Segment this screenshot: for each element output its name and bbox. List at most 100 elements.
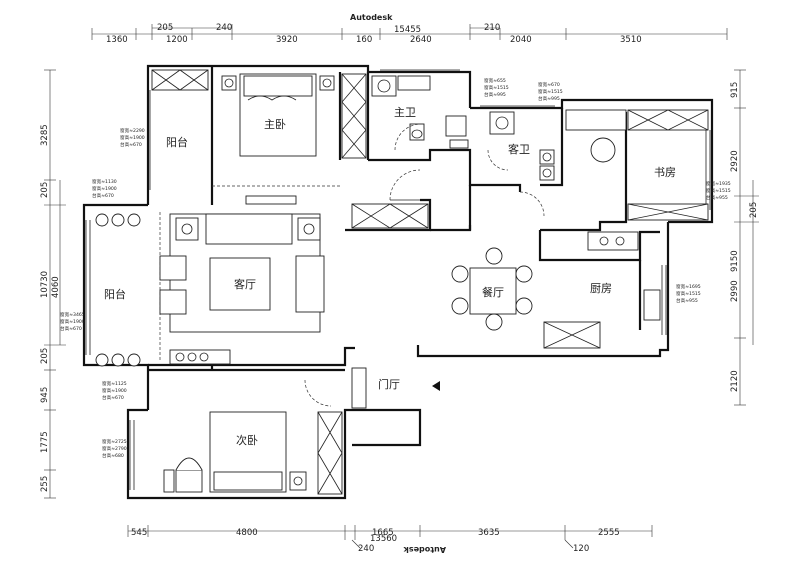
window-note-6: 窗宽≈655 窗高≈1515 台高≈995: [484, 77, 509, 98]
entrance-cabinet: [351, 367, 440, 409]
dining-table: [451, 247, 533, 331]
kitchen-counter: [543, 231, 661, 349]
svg-text:窗宽≈1695: 窗宽≈1695: [676, 283, 701, 290]
svg-text:窗宽≈1125: 窗宽≈1125: [102, 380, 127, 387]
right-dim-3: 205: [749, 202, 759, 218]
left-dim-5: 1775: [40, 431, 50, 453]
svg-text:窗高≈1900: 窗高≈1900: [102, 387, 127, 394]
bottom-total-dim: 13560: [370, 534, 397, 544]
left-dim-2: 205: [40, 182, 50, 198]
top-dim-4: 2640: [410, 35, 432, 45]
door-swings: [304, 123, 545, 407]
svg-text:台高≈995: 台高≈995: [538, 95, 560, 102]
top-small-dim-4: 210: [484, 23, 500, 33]
room-label-living-room: 客厅: [234, 277, 256, 291]
left-dim-3: 205: [40, 348, 50, 364]
svg-text:窗宽≈2290: 窗宽≈2290: [120, 127, 145, 134]
master-bath-fixtures: [371, 75, 469, 149]
left-mid-dim: 4060: [51, 276, 61, 298]
svg-text:台高≈670: 台高≈670: [102, 394, 124, 401]
right-dim-1: 915: [730, 82, 740, 98]
top-dim-1: 1360: [106, 35, 128, 45]
left-dim-1: 3285: [40, 124, 50, 146]
svg-text:窗高≈1900: 窗高≈1900: [120, 134, 145, 141]
svg-text:窗宽≈2725: 窗宽≈2725: [102, 438, 127, 445]
tv-cabinet: [169, 349, 231, 365]
room-label-second-bedroom: 次卧: [236, 433, 258, 447]
room-label-dining-room: 餐厅: [482, 285, 504, 299]
svg-text:台高≈955: 台高≈955: [676, 297, 698, 304]
svg-text:窗高≈1515: 窗高≈1515: [676, 290, 701, 297]
bottom-dim-5: 2555: [598, 528, 620, 538]
top-small-dim-3: 160: [356, 35, 372, 45]
svg-text:窗高≈1515: 窗高≈1515: [706, 187, 731, 194]
balcony-plants-bottom: [95, 353, 141, 367]
top-dim-5: 2040: [510, 35, 532, 45]
right-dim-4: 2990: [730, 280, 740, 302]
hall-cabinet: [351, 203, 429, 229]
svg-text:窗高≈1515: 窗高≈1515: [538, 88, 563, 95]
living-room-furniture: [159, 195, 325, 333]
window-note-7: 窗宽≈670 窗高≈1515 台高≈995: [538, 81, 563, 102]
study-furniture: [565, 109, 709, 221]
brand-top: Autodesk: [350, 13, 393, 22]
bottom-dim-4: 3635: [478, 528, 500, 538]
top-small-dim-1: 205: [157, 23, 173, 33]
room-label-balcony-top: 阳台: [166, 135, 188, 149]
balcony-cabinet: [151, 69, 209, 91]
bottom-small-dim-2: 120: [573, 544, 589, 554]
svg-text:台高≈670: 台高≈670: [120, 141, 142, 148]
window-note-5: 窗宽≈2725 窗高≈2790 台高≈680: [102, 438, 127, 459]
window-note-2: 窗宽≈1130 窗高≈1900 台高≈670: [92, 178, 117, 199]
bottom-small-dim-1: 240: [358, 544, 374, 554]
bottom-dim-1: 545: [131, 528, 147, 538]
svg-text:窗高≈1515: 窗高≈1515: [484, 84, 509, 91]
svg-text:台高≈955: 台高≈955: [706, 194, 728, 201]
window-note-8: 窗宽≈1935 窗高≈1515 台高≈955: [706, 180, 731, 201]
svg-text:窗高≈2790: 窗高≈2790: [102, 445, 127, 452]
top-dim-3: 3920: [276, 35, 298, 45]
room-label-master-bedroom: 主卧: [264, 118, 286, 131]
window-note-4: 窗宽≈1125 窗高≈1900 台高≈670: [102, 380, 127, 401]
window-note-9: 窗宽≈1695 窗高≈1515 台高≈955: [676, 283, 701, 304]
room-label-master-bath: 主卫: [394, 106, 416, 119]
window-note-3: 窗宽≈3465 窗高≈1900 台高≈670: [60, 311, 85, 332]
left-total-dim: 10730: [40, 271, 50, 298]
svg-text:窗宽≈1935: 窗宽≈1935: [706, 180, 731, 187]
right-dimension-lines: [734, 69, 759, 406]
room-label-entrance: 门厅: [378, 377, 400, 391]
svg-text:台高≈680: 台高≈680: [102, 452, 124, 459]
room-label-guest-bath: 客卫: [508, 142, 530, 156]
left-dimension-lines: [44, 69, 66, 499]
room-label-study: 书房: [654, 166, 676, 179]
right-dim-2: 2920: [730, 150, 740, 172]
svg-text:台高≈995: 台高≈995: [484, 91, 506, 98]
svg-text:窗宽≈670: 窗宽≈670: [538, 81, 560, 88]
left-dim-4: 945: [40, 387, 50, 403]
bottom-dim-3: 1665: [372, 528, 394, 538]
left-dim-6: 255: [40, 476, 50, 492]
svg-text:台高≈670: 台高≈670: [60, 325, 82, 332]
right-total-dim: 9150: [730, 250, 740, 272]
top-dim-2: 1200: [166, 35, 188, 45]
exterior-walls: [82, 64, 714, 500]
guest-bath-fixtures: [489, 111, 555, 181]
interior-walls: [148, 66, 660, 372]
balcony-plants-top: [95, 213, 141, 227]
top-total-dim: 15455: [394, 25, 421, 35]
top-dimension-lines: [91, 24, 728, 40]
svg-text:窗宽≈655: 窗宽≈655: [484, 77, 506, 84]
bottom-dim-2: 4800: [236, 528, 258, 538]
room-label-kitchen: 厨房: [590, 282, 612, 295]
brand-bottom: Autodesk: [403, 545, 446, 554]
window-note-1: 窗宽≈2290 窗高≈1900 台高≈670: [120, 127, 145, 148]
svg-text:窗宽≈1130: 窗宽≈1130: [92, 178, 117, 185]
room-label-balcony-left: 阳台: [104, 287, 126, 301]
second-bedroom-furniture: [163, 411, 343, 495]
top-small-dim-2: 240: [216, 23, 232, 33]
entrance-arrow-icon: [432, 381, 440, 391]
svg-text:窗宽≈3465: 窗宽≈3465: [60, 311, 85, 318]
master-bed: [221, 73, 335, 157]
windows: [85, 69, 711, 490]
